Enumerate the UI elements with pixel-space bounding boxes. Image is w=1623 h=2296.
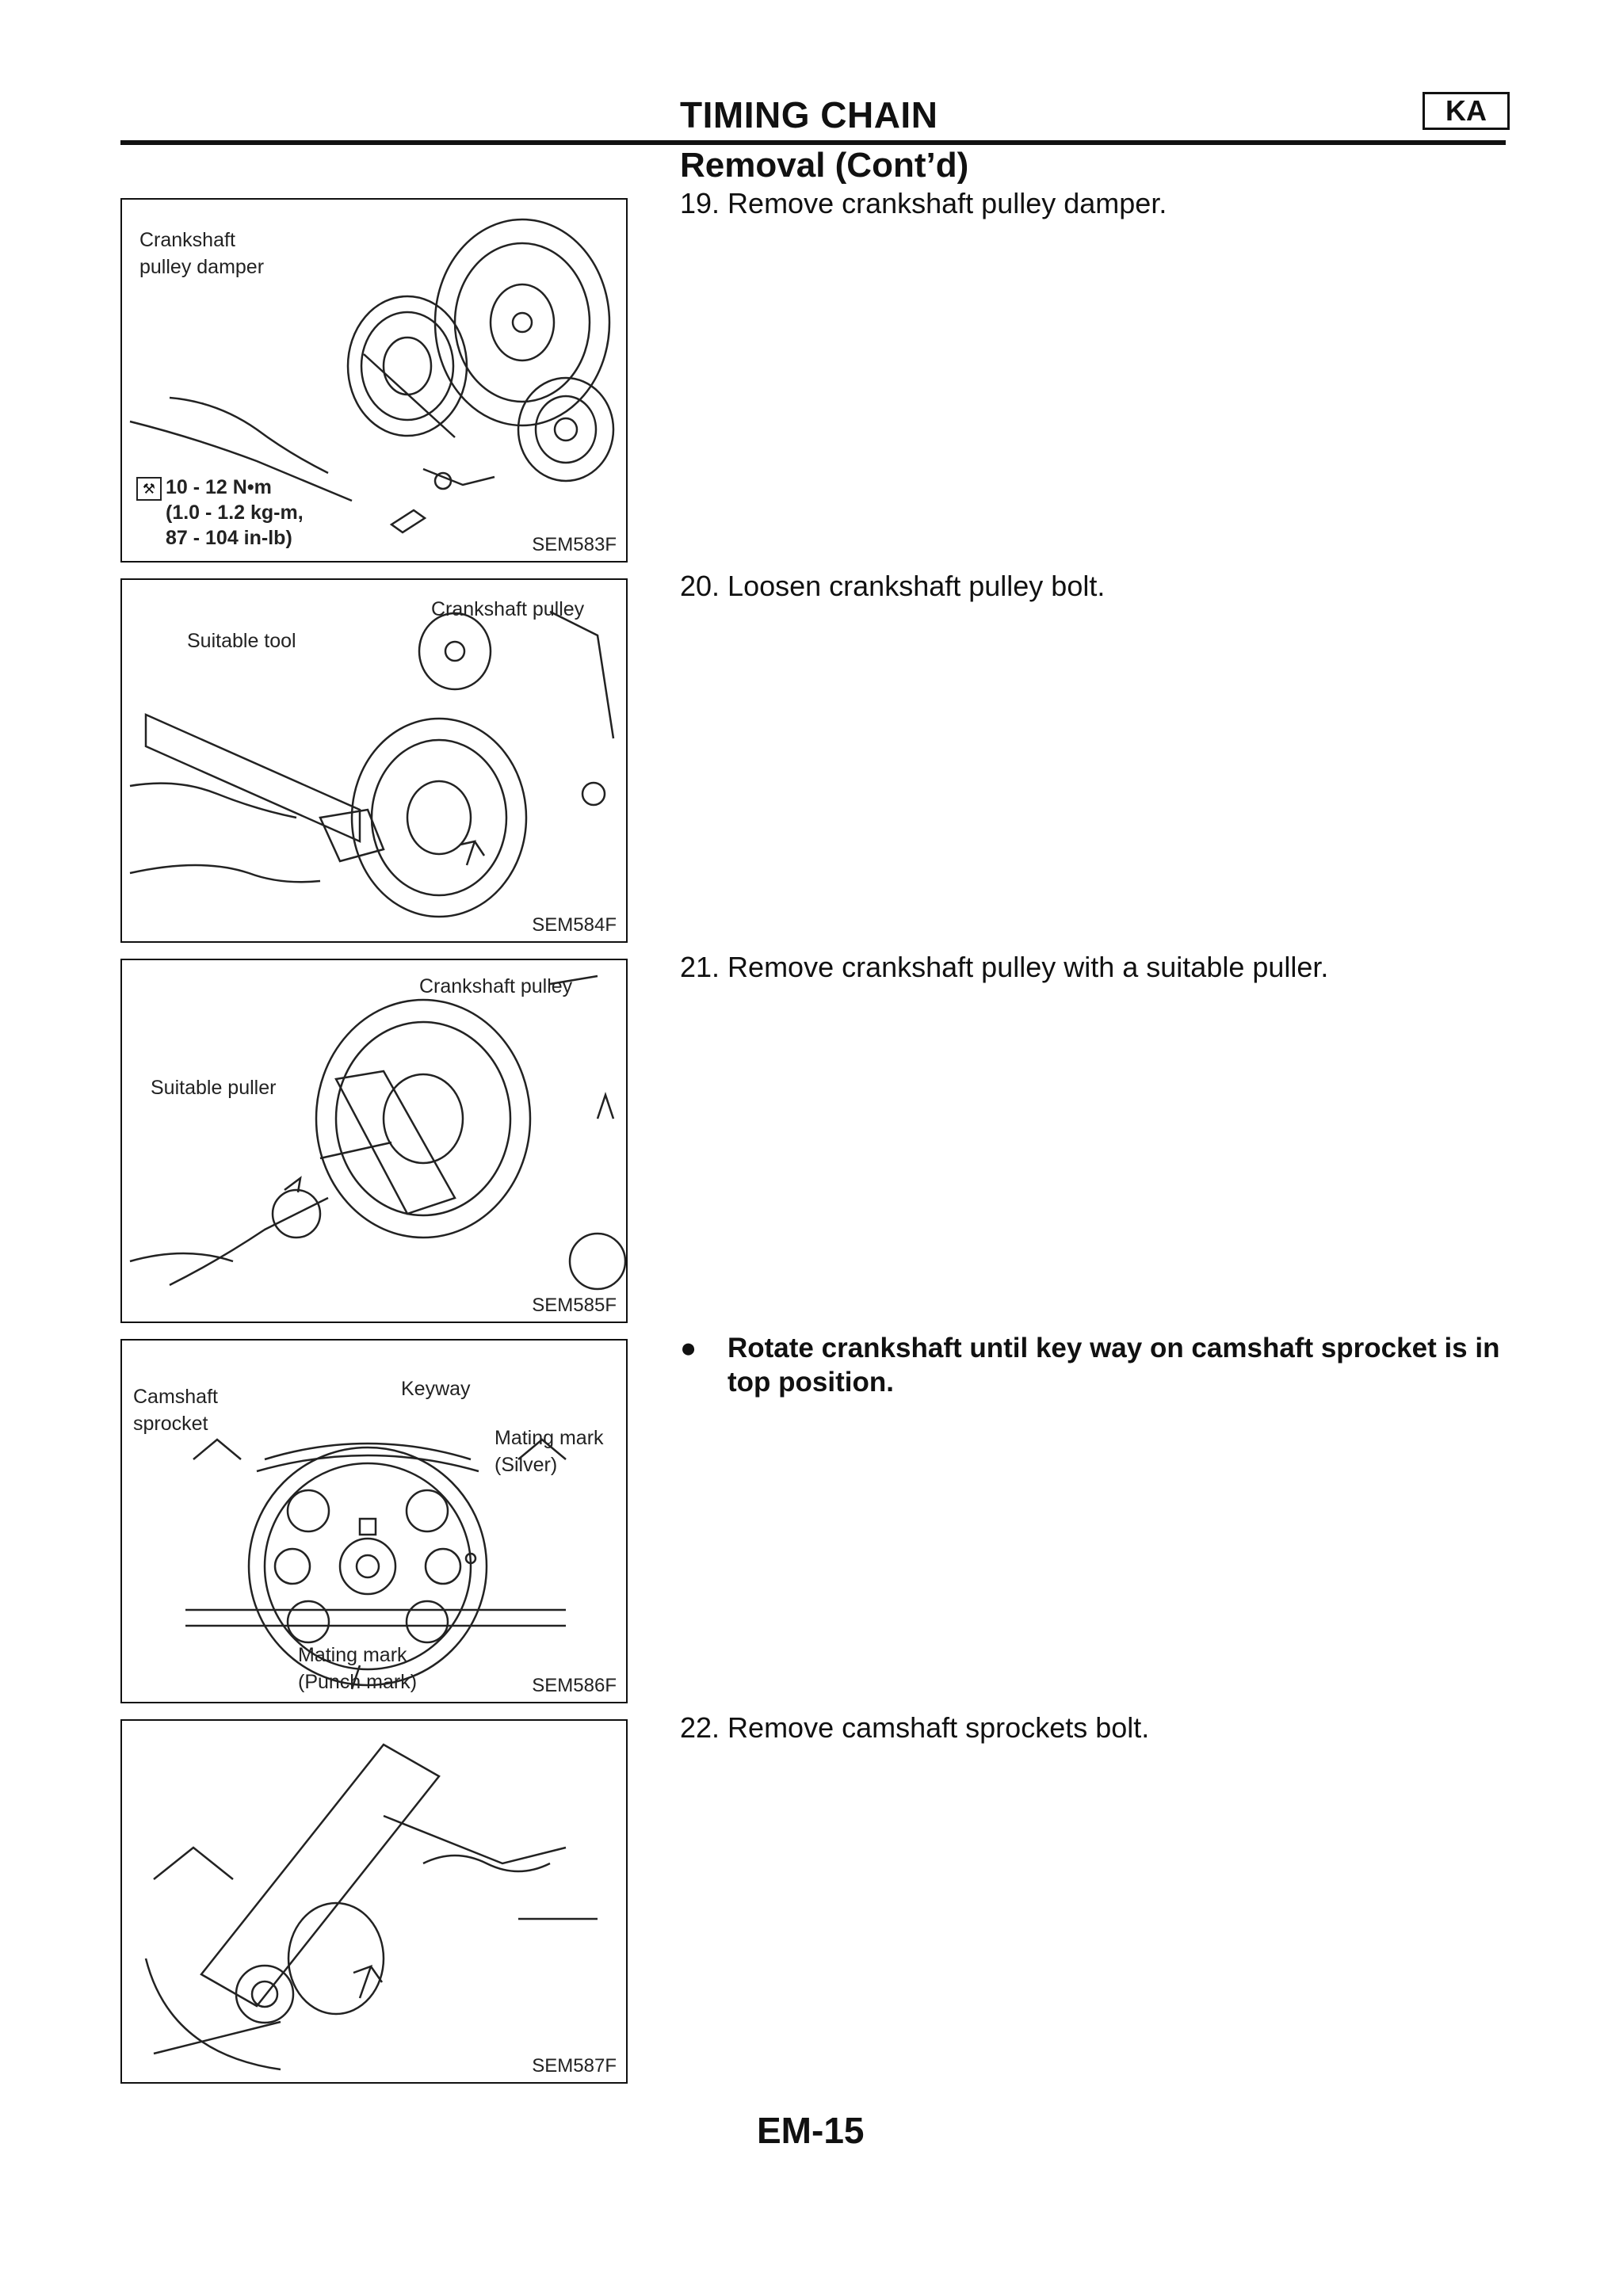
label-sprocket: sprocket (133, 1413, 208, 1435)
label-pulley-damper: pulley damper (139, 256, 265, 278)
label-mating-mark-punch: Mating mark (298, 1644, 407, 1666)
label-silver: (Silver) (495, 1454, 558, 1476)
torque-wrench-icon: ⚒ (136, 477, 162, 501)
label-crankshaft-pulley: Crankshaft pulley (419, 975, 573, 997)
torque-kgm: (1.0 - 1.2 kg-m, (166, 502, 304, 524)
label-suitable-tool: Suitable tool (187, 630, 296, 652)
remove-pulley-illustration (129, 974, 626, 1291)
torque-inlb: 87 - 104 in-lb) (166, 527, 292, 549)
page-number: EM-15 (757, 2110, 865, 2151)
figure-code: SEM585F (532, 1295, 617, 1316)
figure-code: SEM587F (532, 2055, 617, 2077)
bullet-icon: ● (680, 1333, 697, 1363)
note-rotate-crankshaft: ● Rotate crankshaft until key way on cam… (680, 1331, 1512, 1398)
label-crankshaft-pulley: Crankshaft pulley (431, 598, 585, 620)
figure-camshaft-sprocket-bolt: SEM587F (120, 1719, 628, 2084)
header-rule (120, 140, 1506, 145)
sprocket-bolt-illustration (144, 1743, 598, 2071)
loosen-bolt-illustration (129, 610, 615, 918)
figure-code: SEM583F (532, 534, 617, 555)
figure-crankshaft-pulley-damper: Crankshaft pulley damper ⚒ 10 - 12 N•m (… (120, 198, 628, 563)
section-subtitle: Removal (Cont’d) (680, 146, 969, 185)
figure-code: SEM586F (532, 1675, 617, 1696)
label-camshaft: Camshaft (133, 1386, 218, 1408)
figure-loosen-pulley-bolt: Suitable tool Crankshaft pulley SEM584F (120, 578, 628, 943)
figure-camshaft-sprocket: Camshaft sprocket Keyway Mating mark (Si… (120, 1339, 628, 1703)
label-punch-mark: (Punch mark) (298, 1671, 418, 1693)
label-suitable-puller: Suitable puller (151, 1077, 277, 1099)
figure-remove-pulley: Crankshaft pulley Suitable puller SEM585… (120, 959, 628, 1323)
note-text: Rotate crankshaft until key way on camsh… (727, 1333, 1500, 1398)
engine-badge: KA (1423, 92, 1510, 130)
step-21: 21. Remove crankshaft pulley with a suit… (680, 951, 1329, 983)
step-19: 19. Remove crankshaft pulley damper. (680, 187, 1167, 219)
torque-value: 10 - 12 N•m (166, 476, 272, 498)
label-crankshaft: Crankshaft (139, 229, 235, 251)
pulley-damper-illustration (129, 218, 615, 534)
figure-code: SEM584F (532, 914, 617, 936)
label-mating-mark-silver: Mating mark (495, 1427, 604, 1449)
section-title: TIMING CHAIN (680, 94, 938, 135)
step-22: 22. Remove camshaft sprockets bolt. (680, 1711, 1150, 1744)
step-20: 20. Loosen crankshaft pulley bolt. (680, 570, 1106, 602)
camshaft-sprocket-illustration (185, 1438, 567, 1690)
label-keyway: Keyway (401, 1378, 471, 1400)
